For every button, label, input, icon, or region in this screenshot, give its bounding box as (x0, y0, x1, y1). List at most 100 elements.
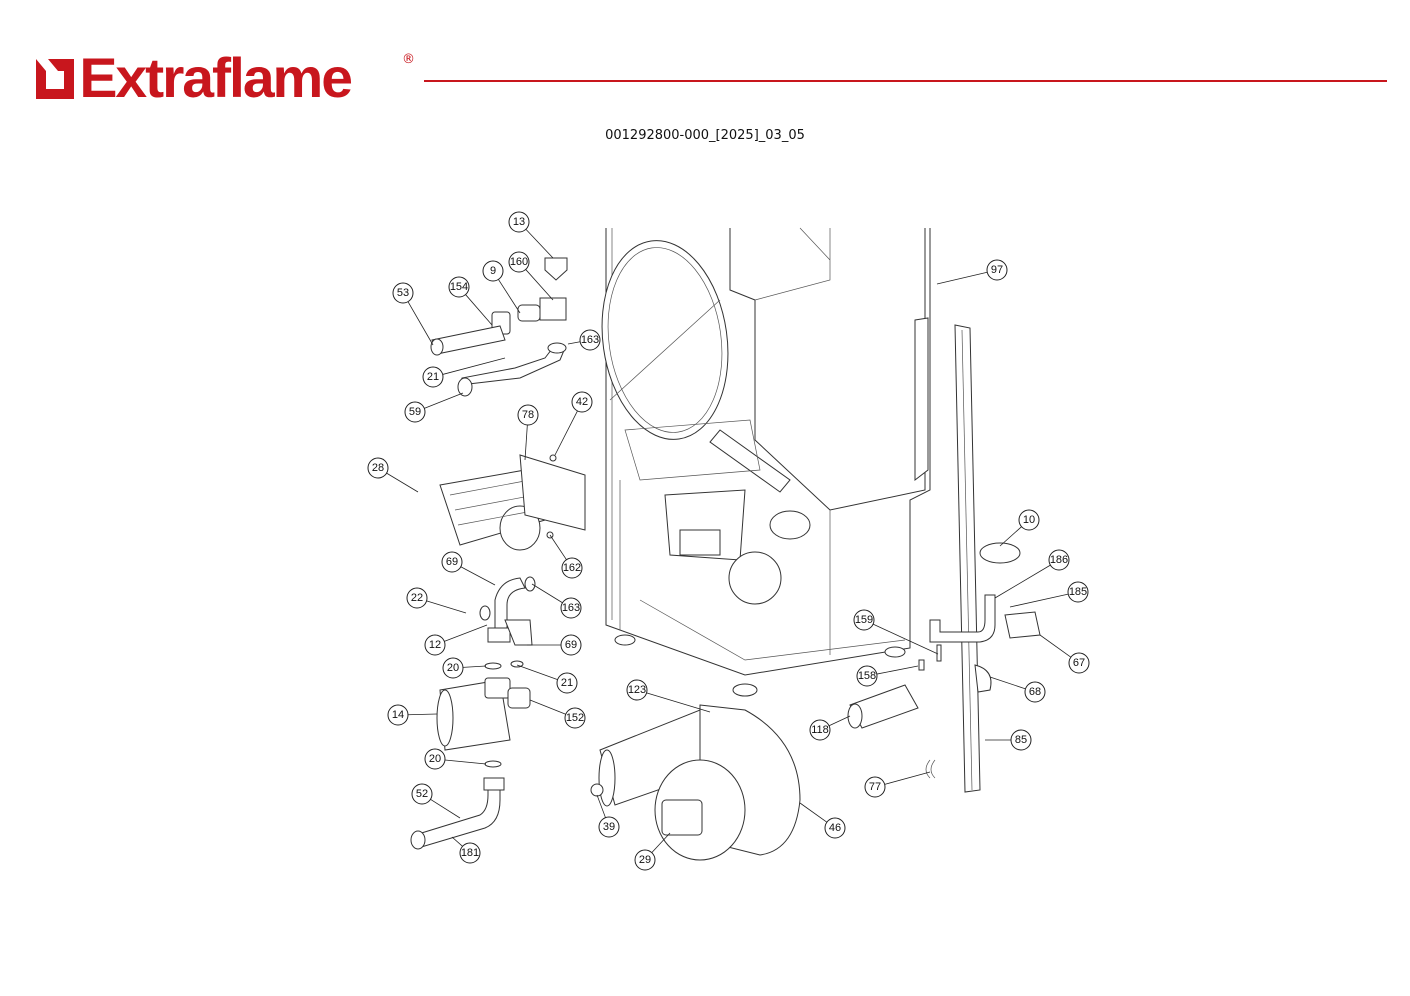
callout-circle (1048, 549, 1070, 571)
callout: 20 (442, 657, 487, 679)
callout: 77 (864, 771, 931, 798)
leader-line (442, 357, 506, 375)
callout: 12 (424, 624, 488, 656)
callout-circle (1010, 729, 1032, 751)
callout-circle (367, 457, 389, 479)
part-number: 28 (372, 462, 384, 474)
leader-line (460, 566, 496, 586)
part-number: 69 (446, 556, 458, 568)
callout: 162 (549, 534, 583, 579)
leader-line (828, 715, 851, 727)
callout: 154 (448, 276, 493, 326)
callout: 69 (527, 634, 582, 656)
leader-line (651, 832, 671, 853)
callout: 160 (508, 251, 554, 301)
part-number: 77 (869, 781, 881, 793)
leader-line (876, 665, 919, 675)
callout-circle (564, 707, 586, 729)
callout: 46 (799, 802, 846, 839)
leader-line (525, 228, 554, 259)
callout-circle (634, 849, 656, 871)
callout: 10 (999, 509, 1040, 547)
leader-line (799, 802, 828, 823)
leader-line (646, 692, 711, 713)
callout-circle (404, 401, 426, 423)
leader-line (989, 676, 1026, 690)
callout-circle (864, 776, 886, 798)
leader-line (567, 341, 581, 345)
callout: 52 (411, 783, 461, 819)
header-rule (424, 80, 1387, 82)
leader-line (531, 583, 563, 604)
leader-line (872, 623, 939, 655)
part-number: 159 (855, 614, 873, 626)
leader-line (1009, 593, 1069, 608)
leader-line (936, 271, 988, 285)
part-number: 21 (561, 677, 573, 689)
callout: 59 (404, 392, 464, 423)
leader-line (465, 294, 493, 326)
part-number: 20 (447, 662, 459, 674)
callout: 158 (856, 665, 919, 687)
callout-circle (598, 816, 620, 838)
callout-circle (422, 366, 444, 388)
part-number: 10 (1023, 514, 1035, 526)
part-number: 160 (510, 256, 528, 268)
part-number: 118 (811, 724, 829, 736)
callout: 118 (809, 715, 851, 741)
leader-line (444, 624, 488, 642)
leader-line (407, 713, 438, 716)
document-code: 001292800-000_[2025]_03_05 (605, 128, 805, 143)
callout-circle (459, 842, 481, 864)
parts (410, 257, 1041, 861)
leader-line (529, 699, 566, 715)
callout: 163 (531, 583, 582, 619)
boiler-body (601, 227, 931, 697)
leader-line (596, 794, 606, 818)
callout-circle (517, 404, 539, 426)
callout: 123 (626, 679, 711, 713)
leader-line (994, 564, 1051, 599)
leader-line (426, 600, 467, 614)
leader-line (498, 279, 521, 314)
part-number: 152 (566, 712, 584, 724)
callout: 152 (529, 699, 586, 729)
callout-circle (406, 587, 428, 609)
part-number: 29 (639, 854, 651, 866)
callout: 159 (853, 609, 939, 655)
callout-circle (441, 551, 463, 573)
callout-circle (387, 704, 409, 726)
callout-circle (482, 260, 504, 282)
part-number: 85 (1015, 734, 1027, 746)
callout-circle (561, 557, 583, 579)
part-number: 21 (427, 371, 439, 383)
part-number: 163 (581, 334, 599, 346)
part-number: 69 (565, 639, 577, 651)
leader-line (407, 301, 434, 346)
part-number: 14 (392, 709, 404, 721)
callout-circle (853, 609, 875, 631)
leader-line (1039, 634, 1072, 658)
callout: 68 (989, 676, 1046, 703)
registered-mark: ® (402, 52, 415, 67)
part-number: 123 (628, 684, 646, 696)
leader-line (554, 410, 578, 456)
part-number: 46 (829, 822, 841, 834)
leader-line (525, 269, 554, 301)
callout-circle (560, 634, 582, 656)
part-number: 154 (450, 281, 468, 293)
callout-circle (824, 817, 846, 839)
part-number: 158 (858, 670, 876, 682)
callout: 186 (994, 549, 1070, 599)
part-number: 186 (1050, 554, 1068, 566)
part-number: 9 (490, 265, 496, 277)
callout-circle (508, 211, 530, 233)
callout: 39 (596, 794, 620, 838)
callout: 85 (985, 729, 1032, 751)
leader-line (524, 424, 528, 461)
part-number: 163 (562, 602, 580, 614)
callout: 21 (422, 357, 506, 388)
part-number: 53 (397, 287, 409, 299)
